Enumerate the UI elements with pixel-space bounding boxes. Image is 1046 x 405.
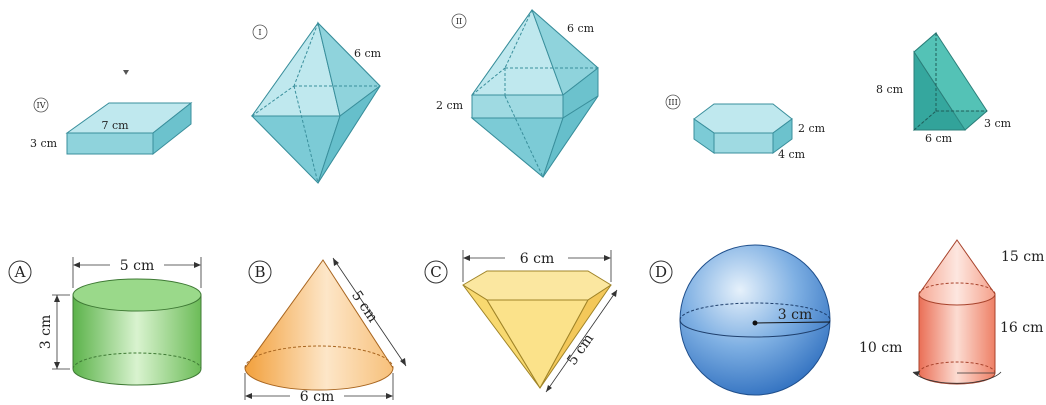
cylinder-shape: A 5 cm 3 cm bbox=[8, 257, 202, 386]
cylinder-letter: A bbox=[14, 263, 26, 281]
sphere-radius-label: 3 cm bbox=[778, 307, 812, 323]
cylinder-diameter-label: 5 cm bbox=[120, 258, 154, 274]
octahedron-edge-label: 6 cm bbox=[354, 47, 382, 60]
hex-prism-height-label: 2 cm bbox=[798, 122, 826, 135]
cone-shape: B 5 cm 6 cm bbox=[244, 257, 407, 405]
tri-prism-depth-label: 3 cm bbox=[984, 117, 1012, 130]
bipyramid-prism-shape: II 6 cm 2 cm bbox=[436, 8, 599, 178]
bipyramid-roman: II bbox=[456, 17, 462, 26]
bipyramid-height-label: 2 cm bbox=[436, 99, 464, 112]
triangular-prism-shape: 8 cm 6 cm 3 cm bbox=[876, 31, 1012, 145]
hex-pyramid-letter: C bbox=[430, 263, 441, 281]
cuboid-shape: IV 7 cm 3 cm bbox=[30, 70, 193, 156]
hex-prism-roman: III bbox=[668, 98, 677, 107]
cuboid-roman: IV bbox=[37, 101, 46, 110]
octahedron-roman: I bbox=[258, 28, 261, 37]
cone-cylinder-shape: 15 cm 16 cm 10 cm bbox=[859, 239, 1044, 385]
hex-pyramid-width-label: 6 cm bbox=[520, 251, 554, 267]
bipyramid-edge-label: 6 cm bbox=[567, 22, 595, 35]
cone-cylinder-height-label: 16 cm bbox=[1000, 320, 1043, 336]
hex-prism-side-label: 4 cm bbox=[778, 148, 806, 161]
octahedron-shape: I 6 cm bbox=[250, 21, 382, 184]
cylinder-height-label: 3 cm bbox=[38, 315, 54, 349]
cuboid-length-label: 7 cm bbox=[101, 119, 129, 132]
tri-prism-height-label: 8 cm bbox=[876, 83, 904, 96]
sphere-letter: D bbox=[655, 263, 667, 281]
cone-cylinder-slant-label: 15 cm bbox=[1001, 249, 1044, 265]
tri-prism-base-label: 6 cm bbox=[925, 132, 953, 145]
cone-cylinder-diameter-label: 10 cm bbox=[859, 340, 902, 356]
hex-pyramid-shape: C 6 cm 5 cm bbox=[424, 250, 618, 393]
hex-prism-shape: III 2 cm 4 cm bbox=[665, 94, 826, 161]
cuboid-height-label: 3 cm bbox=[30, 137, 58, 150]
cone-diameter-label: 6 cm bbox=[300, 389, 334, 405]
sphere-shape: D 3 cm bbox=[649, 244, 831, 396]
cone-letter: B bbox=[254, 263, 265, 281]
